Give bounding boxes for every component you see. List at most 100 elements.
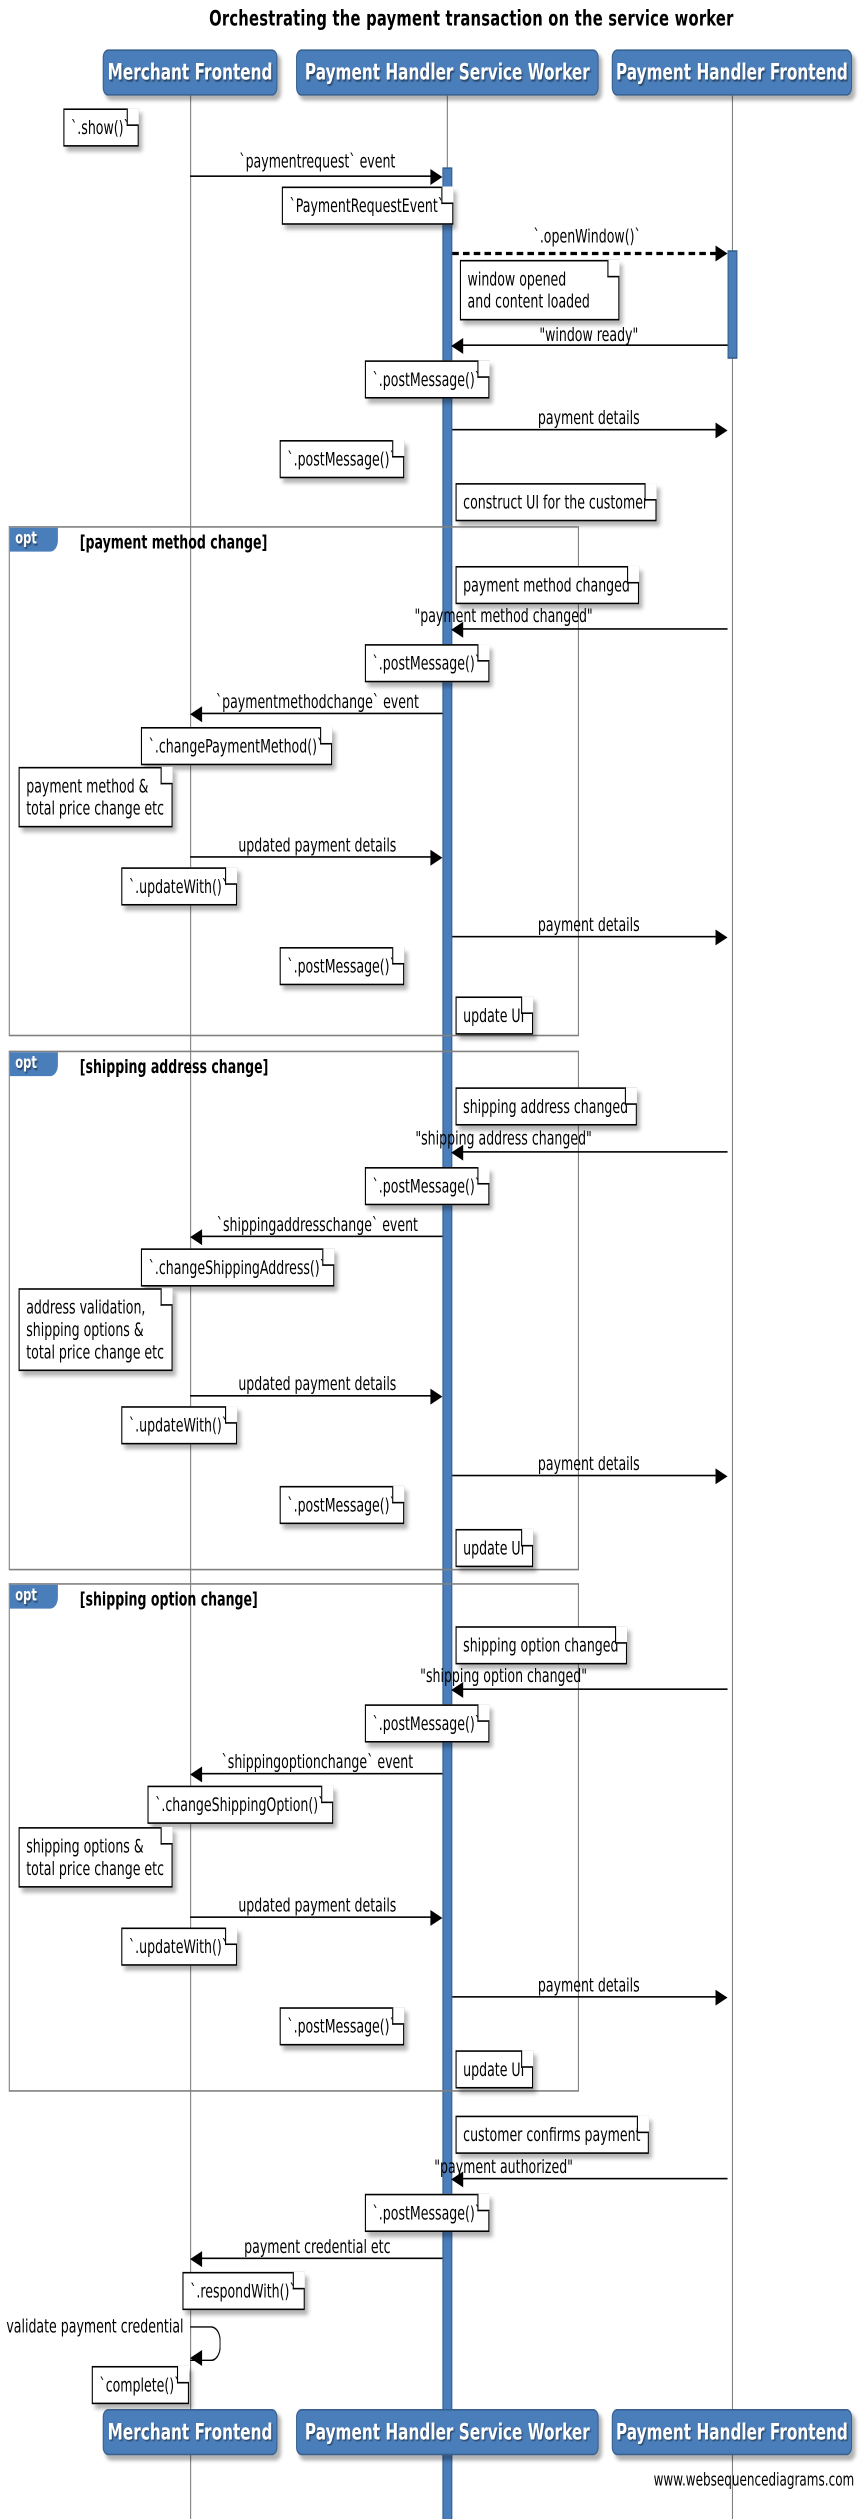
message-line-payment-details-4 <box>452 1996 716 1998</box>
message-arrow-payment-authorized <box>451 2171 464 2188</box>
message-arrow-payment-details-4 <box>715 1989 728 2006</box>
note-shipping-address-changed: shipping address changed <box>455 1087 637 1126</box>
message-label-validate-payment-credential: validate payment credential <box>6 2314 184 2338</box>
message-line-updated-payment-details-1 <box>190 856 432 858</box>
message-selfloop-validate-payment-credential <box>190 2326 221 2362</box>
message-arrow-payment-method-changed <box>451 621 464 638</box>
actor-service-worker-bottom[interactable]: Payment Handler Service Worker <box>296 2408 599 2456</box>
message-line-shippingoptionchange <box>201 1772 443 1775</box>
note-postmessage-payment-method-changed: `.postMessage()` <box>364 644 491 683</box>
note-complete: `complete()` <box>91 2365 190 2405</box>
activation-payment-handler-frontend-1 <box>727 250 738 359</box>
actor-merchant-top[interactable]: Merchant Frontend <box>102 49 278 96</box>
footer-credit[interactable]: www.websequencediagrams.com <box>653 2469 855 2491</box>
note-address-validation: address validation, shipping options & t… <box>18 1288 173 1372</box>
note-shipping-option-changed: shipping option changed <box>455 1626 628 1665</box>
message-arrow-validate-payment-credential <box>190 2350 203 2366</box>
actor-label: Merchant Frontend <box>107 59 273 86</box>
note-postmessage-shipping-option-changed: `.postMessage()` <box>364 1704 491 1743</box>
note-construct-ui: construct UI for the customer <box>455 483 658 522</box>
message-label-paymentmethodchange: `paymentmethodchange` event <box>215 690 419 713</box>
message-arrow-updated-payment-details-1 <box>430 849 443 866</box>
actor-payment-handler-frontend-bottom[interactable]: Payment Handler Frontend <box>611 2408 853 2456</box>
message-line-shipping-option-changed <box>462 1688 728 1690</box>
message-label-window-ready: "window ready" <box>539 323 639 346</box>
message-arrow-shippingaddresschange <box>190 1229 203 1246</box>
message-label-openwindow: `.openWindow()` <box>533 224 641 248</box>
fragment-payment-method-change <box>8 526 579 1037</box>
message-line-payment-authorized <box>462 2177 728 2180</box>
actor-label: Merchant Frontend <box>107 2419 273 2445</box>
note-payment-request-event: `PaymentRequestEvent` <box>281 186 453 225</box>
actor-label: Payment Handler Frontend <box>615 2419 848 2445</box>
message-line-shippingaddresschange <box>201 1235 443 1238</box>
message-label-payment-authorized: "payment authorized" <box>434 2155 573 2178</box>
message-arrow-payment-details-1 <box>715 422 728 439</box>
message-line-payment-details-3 <box>452 1474 716 1477</box>
note-update-ui-2: update UI <box>455 1528 534 1568</box>
fragment-tab-payment-method-change: opt <box>9 527 58 552</box>
message-arrow-window-ready <box>451 337 464 354</box>
note-change-shipping-address: `.changeShippingAddress()` <box>140 1248 336 1287</box>
message-arrow-payment-details-2 <box>715 929 728 946</box>
note-change-payment-method: `.changePaymentMethod()` <box>140 727 333 766</box>
note-payment-method-price-change: payment method & total price change etc <box>18 766 173 828</box>
actor-label: Payment Handler Service Worker <box>304 59 590 86</box>
actor-label: Payment Handler Service Worker <box>304 2419 590 2445</box>
lifeline-merchant <box>190 95 192 2519</box>
message-arrow-shippingoptionchange <box>190 1766 203 1783</box>
message-label-payment-details-3: payment details <box>537 1452 640 1475</box>
actor-service-worker-top[interactable]: Payment Handler Service Worker <box>296 49 599 96</box>
note-postmessage-payment-details-2: `.postMessage()` <box>279 947 406 986</box>
note-postmessage-payment-details-3: `.postMessage()` <box>279 1485 406 1525</box>
note-payment-method-changed: payment method changed <box>455 565 639 605</box>
message-line-paymentmethodchange <box>201 712 443 715</box>
message-label-payment-details-1: payment details <box>537 406 640 429</box>
message-line-window-ready <box>462 344 728 346</box>
message-arrow-payment-details-3 <box>715 1468 728 1485</box>
note-postmessage-payment-details-4: `.postMessage()` <box>279 2007 406 2046</box>
note-update-with-2: `.updateWith()` <box>121 1406 237 1445</box>
lifeline-payment-handler-frontend <box>731 95 734 2519</box>
message-line-openwindow <box>452 251 717 256</box>
note-respond-with: `.respondWith()` <box>182 2271 305 2311</box>
note-postmessage-payment-authorized: `.postMessage()` <box>364 2193 491 2233</box>
note-window-opened: window opened and content loaded <box>459 259 620 321</box>
message-label-shipping-option-changed: "shipping option changed" <box>420 1664 588 1687</box>
message-label-updated-payment-details-2: updated payment details <box>238 1372 397 1396</box>
message-label-updated-payment-details-1: updated payment details <box>238 833 397 857</box>
note-shipping-options-price-change: shipping options & total price change et… <box>18 1827 173 1888</box>
note-update-ui-1: update UI <box>455 996 534 1035</box>
fragment-shipping-option-change <box>8 1583 579 2092</box>
actor-payment-handler-frontend-top[interactable]: Payment Handler Frontend <box>611 49 853 96</box>
note-show: `.show()` <box>63 108 139 147</box>
actor-label: Payment Handler Frontend <box>615 59 848 86</box>
message-label-payment-details-4: payment details <box>537 1973 640 1997</box>
note-update-with-1: `.updateWith()` <box>121 867 237 906</box>
message-arrow-openwindow <box>715 245 728 262</box>
message-arrow-shipping-address-changed <box>451 1144 464 1161</box>
message-arrow-paymentmethodchange <box>190 706 203 723</box>
note-customer-confirms-payment: customer confirms payment <box>455 2115 650 2154</box>
message-arrow-paymentrequest <box>430 168 443 185</box>
activation-service-worker <box>442 167 453 2519</box>
note-update-ui-3: update UI <box>455 2050 534 2089</box>
fragment-condition-shipping-address-change: [shipping address change] <box>79 1055 269 1078</box>
actor-merchant-bottom[interactable]: Merchant Frontend <box>102 2408 278 2456</box>
message-label-payment-details-2: payment details <box>537 913 640 936</box>
note-update-with-3: `.updateWith()` <box>121 1927 237 1966</box>
message-line-shipping-address-changed <box>462 1151 728 1153</box>
message-label-shipping-address-changed: "shipping address changed" <box>415 1127 592 1150</box>
fragment-condition-payment-method-change: [payment method change] <box>79 530 268 554</box>
message-label-shippingoptionchange: `shippingoptionchange` event <box>221 1750 414 1773</box>
message-arrow-shipping-option-changed <box>451 1681 464 1698</box>
message-label-payment-method-changed: "payment method changed" <box>414 604 593 627</box>
fragment-tab-shipping-address-change: opt <box>9 1052 58 1077</box>
message-label-updated-payment-details-3: updated payment details <box>238 1894 397 1917</box>
fragment-shipping-address-change <box>8 1050 579 1571</box>
message-arrow-updated-payment-details-2 <box>430 1388 443 1405</box>
note-change-shipping-option: `.changeShippingOption()` <box>147 1785 334 1824</box>
note-postmessage-window-ready: `.postMessage()` <box>364 360 491 399</box>
message-label-shippingaddresschange: `shippingaddresschange` event <box>216 1213 418 1236</box>
